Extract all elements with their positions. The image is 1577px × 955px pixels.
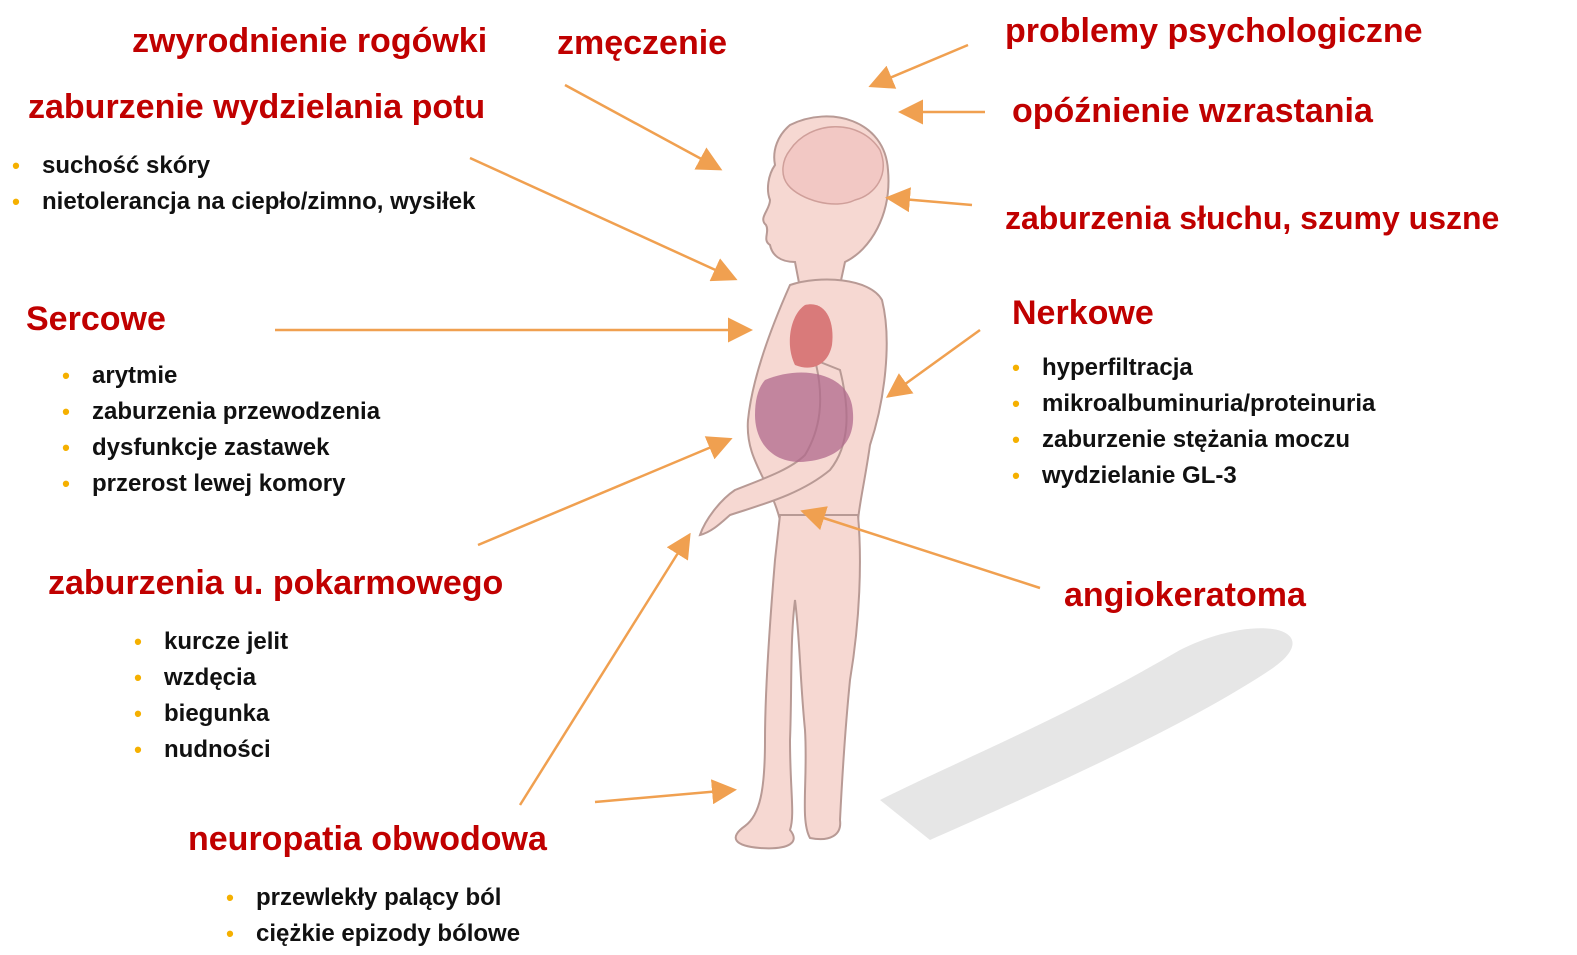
arrow-gi <box>478 440 728 545</box>
list-item: •przerost lewej komory <box>56 466 380 502</box>
list-sweat: •suchość skóry •nietolerancja na ciepło/… <box>6 148 482 220</box>
arrow-renal <box>890 330 980 395</box>
list-item: •wzdęcia <box>128 660 288 696</box>
label-renal: Nerkowe <box>1012 296 1154 330</box>
list-item: •suchość skóry <box>6 148 482 184</box>
bullet-icon: • <box>1006 386 1026 422</box>
bullet-icon: • <box>220 880 240 916</box>
list-gi: •kurcze jelit •wzdęcia •biegunka •nudnoś… <box>128 624 288 768</box>
bullet-icon: • <box>128 624 148 660</box>
bullet-icon: • <box>56 466 76 502</box>
list-item: •nudności <box>128 732 288 768</box>
list-item: •arytmie <box>56 358 380 394</box>
arrow-hearing <box>890 198 972 205</box>
bullet-icon: • <box>220 916 240 952</box>
list-item: •przewlekły palący ból <box>220 880 520 916</box>
bullet-icon: • <box>56 358 76 394</box>
arrow-neuro-feet <box>595 790 732 802</box>
arrow-neuro-up <box>520 537 688 805</box>
list-item: •mikroalbuminuria/proteinuria <box>1006 386 1375 422</box>
child-silhouette <box>700 116 888 848</box>
arrow-psych <box>873 45 968 85</box>
list-item: •kurcze jelit <box>128 624 288 660</box>
list-renal: •hyperfiltracja •mikroalbuminuria/protei… <box>1006 350 1375 494</box>
bullet-icon: • <box>6 148 26 184</box>
list-item: •hyperfiltracja <box>1006 350 1375 386</box>
label-fatigue: zmęczenie <box>557 26 727 60</box>
list-item: •zaburzenie stężania moczu <box>1006 422 1375 458</box>
bullet-icon: • <box>1006 458 1026 494</box>
label-corneal: zwyrodnienie rogówki <box>132 24 487 58</box>
bullet-icon: • <box>6 184 26 220</box>
list-item: •dysfunkcje zastawek <box>56 430 380 466</box>
bullet-icon: • <box>128 732 148 768</box>
bullet-icon: • <box>1006 350 1026 386</box>
bullet-icon: • <box>128 660 148 696</box>
label-psych: problemy psychologiczne <box>1005 14 1423 48</box>
label-cardiac: Sercowe <box>26 302 166 336</box>
bullet-icon: • <box>128 696 148 732</box>
label-sweat: zaburzenie wydzielania potu <box>28 90 485 124</box>
bullet-icon: • <box>56 394 76 430</box>
list-item: •ciężkie epizody bólowe <box>220 916 520 952</box>
label-angio: angiokeratoma <box>1064 578 1306 612</box>
list-item: •wydzielanie GL-3 <box>1006 458 1375 494</box>
bullet-icon: • <box>1006 422 1026 458</box>
list-item: •zaburzenia przewodzenia <box>56 394 380 430</box>
list-cardiac: •arytmie •zaburzenia przewodzenia •dysfu… <box>56 358 380 502</box>
label-growth: opóźnienie wzrastania <box>1012 94 1373 128</box>
arrow-fatigue <box>565 85 718 168</box>
arrow-sweat <box>470 158 733 278</box>
label-hearing: zaburzenia słuchu, szumy uszne <box>1005 202 1499 234</box>
label-gi: zaburzenia u. pokarmowego <box>48 566 503 600</box>
bullet-icon: • <box>56 430 76 466</box>
figure-shadow <box>880 628 1293 840</box>
organ-shape <box>755 372 853 462</box>
list-neuro: •przewlekły palący ból •ciężkie epizody … <box>220 880 520 952</box>
list-item: •nietolerancja na ciepło/zimno, wysiłek <box>6 184 482 220</box>
label-neuro: neuropatia obwodowa <box>188 822 547 856</box>
list-item: •biegunka <box>128 696 288 732</box>
